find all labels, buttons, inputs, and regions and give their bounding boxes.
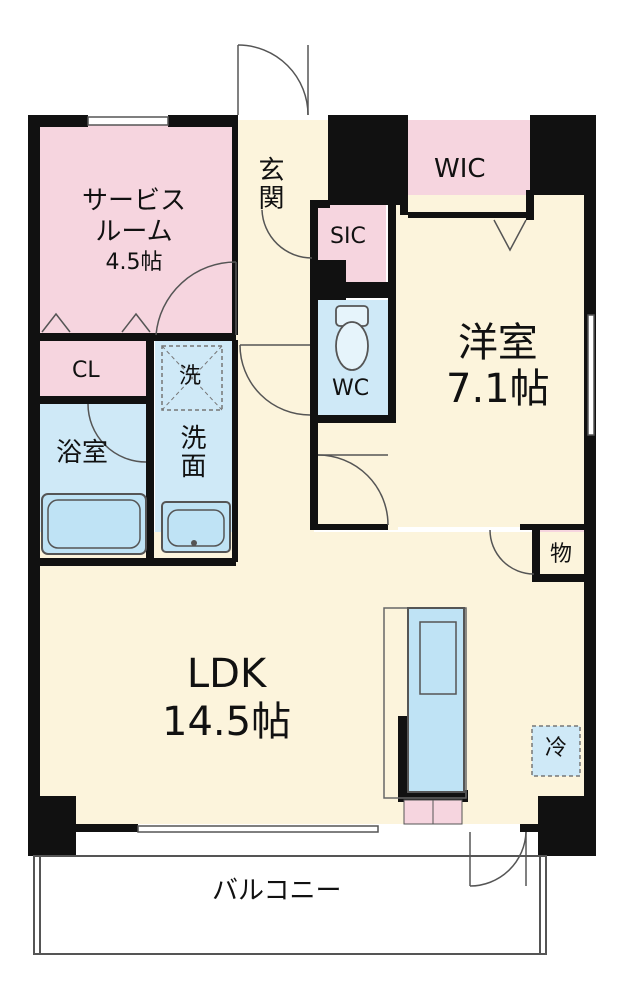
western-room-name: 洋室 7.1帖: [446, 320, 550, 412]
western-room-floor: [392, 195, 592, 527]
wic-label: WIC: [434, 154, 486, 184]
kitchen-counter: [407, 607, 465, 793]
service-room-size: 4.5帖: [105, 250, 163, 276]
bathtub: [41, 493, 147, 555]
walls: [28, 115, 596, 856]
sic-label: SIC: [330, 224, 366, 249]
ldk-size: 14.5帖: [162, 699, 292, 745]
bathroom-label: 浴室: [56, 438, 109, 468]
entrance-label: 玄関: [254, 156, 284, 212]
balcony-label: バルコニー: [212, 876, 342, 906]
closet-floor: [36, 340, 146, 398]
wc-label: WC: [332, 376, 370, 401]
fridge-space: [531, 725, 581, 777]
service-room-floor: [36, 120, 236, 335]
balcony-floor: [36, 856, 544, 954]
ldk-name: LDK 14.5帖: [162, 650, 291, 746]
fridge-label: 冷: [545, 736, 568, 761]
western-room-size: 7.1帖: [446, 366, 550, 412]
ldk-label: LDK: [186, 651, 267, 697]
western-room-label: 洋室: [457, 320, 538, 366]
toilet: [335, 305, 369, 371]
washer-label: 洗: [179, 364, 202, 389]
service-room-label: サービス ルーム: [82, 186, 187, 248]
service-room-name: サービス ルーム 4.5帖: [82, 186, 186, 277]
western-room-lower: [318, 420, 398, 530]
closet-label: CL: [72, 358, 100, 383]
hallway-floor: [236, 220, 314, 532]
ldk-floor: [36, 532, 588, 824]
washroom-label: 洗面: [176, 424, 206, 480]
washbasin: [161, 501, 231, 553]
storage-label: 物: [550, 542, 573, 567]
